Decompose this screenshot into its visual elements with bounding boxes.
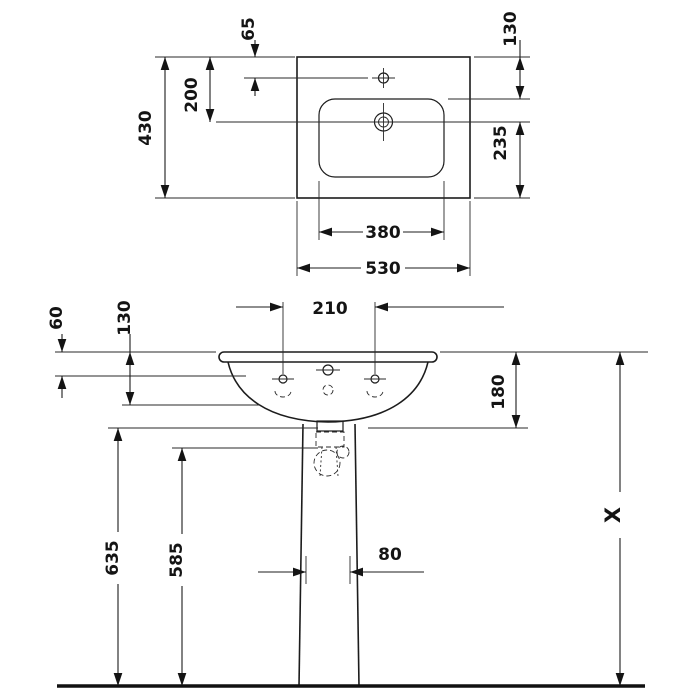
- dim-label-height-variable: X: [601, 507, 625, 523]
- dim-label-rim-to-basin-edge: 130: [115, 300, 135, 336]
- dim-label-overall-depth: 430: [136, 110, 156, 146]
- dim-floor-to-basin-bottom: 635: [103, 428, 123, 686]
- dim-label-tap-hole-spacing: 210: [312, 299, 348, 319]
- dim-label-overall-width: 530: [365, 259, 401, 279]
- side-hole-left: [272, 374, 294, 398]
- dim-label-floor-to-trap: 585: [167, 542, 187, 578]
- top-view: 430 200 65 130 235: [136, 11, 530, 279]
- dim-label-outlet-width: 80: [378, 545, 402, 565]
- dim-drain-to-front: 235: [474, 122, 530, 199]
- dim-label-rim-to-basin-bottom: 180: [489, 374, 509, 410]
- dim-label-basin-edge-offset: 130: [501, 11, 521, 47]
- dim-rim-to-basin-bottom: 180: [489, 352, 521, 428]
- tap-hole-front: [316, 364, 340, 376]
- drain-outlet: [316, 420, 344, 432]
- extension-lines: [55, 302, 648, 584]
- dim-tap-hole-offset: 65: [239, 17, 368, 96]
- front-view: 210 60 130 180 635 585: [47, 299, 648, 688]
- dim-rim-to-basin-edge: 130: [115, 300, 135, 405]
- rim-profile: [218, 351, 438, 363]
- dim-basin-width: 380: [318, 181, 445, 243]
- trap-hidden-detail: [313, 431, 350, 477]
- dim-label-tap-hole-offset: 65: [239, 17, 259, 41]
- dim-label-drain-to-front: 235: [491, 125, 511, 161]
- basin-outline-top: [318, 98, 445, 178]
- dim-label-floor-to-basin-bottom: 635: [103, 540, 123, 576]
- overflow-hidden: [322, 384, 334, 396]
- dim-height-variable: X: [601, 352, 625, 686]
- drain-top: [216, 103, 530, 141]
- dim-tap-hole-spacing: 210: [236, 299, 504, 319]
- dim-rim-to-ledge: 60: [47, 306, 67, 398]
- dim-basin-edge-offset: 130: [448, 11, 530, 100]
- dim-drain-offset: 200: [182, 57, 215, 122]
- dim-outlet-width: 80: [258, 545, 424, 577]
- dim-label-drain-offset: 200: [182, 77, 202, 113]
- dim-overall-depth: 430: [136, 56, 295, 199]
- basin-body: [227, 361, 429, 423]
- pedestal: [298, 423, 360, 687]
- dim-label-rim-to-ledge: 60: [47, 306, 67, 330]
- dim-overall-width: 530: [296, 201, 471, 279]
- side-hole-right: [364, 374, 386, 398]
- sink-outline-top: [296, 56, 471, 199]
- dim-floor-to-trap: 585: [167, 448, 187, 686]
- tap-hole-top: [372, 68, 395, 88]
- dim-label-basin-width: 380: [365, 223, 401, 243]
